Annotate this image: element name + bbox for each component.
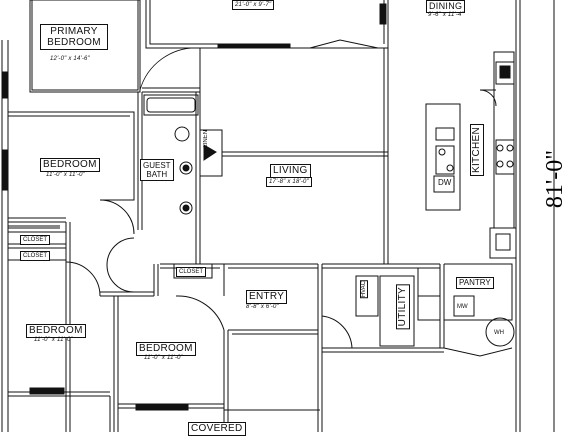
water-heater-label: WH: [494, 330, 504, 336]
guest-bath-label: GUEST BATH: [140, 159, 174, 181]
primary-bedroom-dim: 12'-0" x 14'-6": [50, 56, 90, 62]
linen-label: LINEN: [203, 130, 209, 148]
overall-dimension: 81'-0": [538, 150, 576, 270]
pantry-label: PANTRY: [456, 277, 494, 289]
dining-label: DINING: [426, 0, 466, 13]
kitchen-island: [425, 103, 461, 211]
kitchen-label: KITCHEN: [470, 124, 484, 176]
guest-bath-name-2: BATH: [146, 170, 168, 179]
bedroom-sw-label: BEDROOM: [26, 324, 86, 338]
closet-2-label: CLOSET: [20, 251, 51, 261]
window-left-1: [1, 71, 9, 99]
living-dim: 17'-8" x 18'-0": [266, 177, 312, 187]
overall-dimension-text: 81'-0": [542, 150, 568, 209]
closet-1-label: CLOSET: [20, 235, 51, 245]
entry-dim: 8'-8" x 6'-0": [246, 304, 279, 310]
covered-label: COVERED: [188, 422, 246, 436]
wall-exterior-left: [1, 40, 9, 432]
guest-bath-name-1: GUEST: [143, 161, 171, 170]
dishwasher-label: DW: [438, 178, 452, 187]
bedroom-sw-dim: 11'-0" x 11'-0": [34, 337, 74, 343]
utility-label: UTILITY: [396, 284, 410, 330]
microwave-label: MW: [457, 304, 468, 310]
primary-bedroom-label: PRIMARY BEDROOM: [40, 24, 108, 50]
wall-exterior-right: [515, 0, 521, 432]
primary-bedroom-name-1: PRIMARY: [50, 26, 98, 37]
bedroom-s-label: BEDROOM: [136, 342, 196, 356]
window-sw: [29, 387, 65, 395]
entry-label: ENTRY: [246, 290, 288, 304]
bedroom-left-label: BEDROOM: [40, 158, 100, 172]
water-heater: [485, 317, 515, 347]
window-left-2: [1, 149, 9, 191]
primary-bedroom-name-2: BEDROOM: [47, 37, 101, 48]
top-center-dim: 21'-0" x 9'-7": [232, 0, 275, 10]
closet-3-label: CLOSET: [176, 267, 207, 277]
dining-dim: 9'-6" x 11'-4": [428, 12, 464, 18]
toilet-2: [179, 201, 193, 215]
primary-bedroom-outline: [29, 0, 141, 93]
toilet-1: [179, 161, 193, 175]
bedroom-s-dim: 11'-0" x 11'-0": [144, 355, 184, 361]
bedroom-left-dim: 11'-0" x 11'-0": [46, 172, 86, 178]
living-label: LIVING: [270, 164, 311, 178]
tub: [143, 94, 199, 116]
window-top-right: [379, 3, 387, 25]
hvac-label: HVAC: [360, 280, 368, 299]
